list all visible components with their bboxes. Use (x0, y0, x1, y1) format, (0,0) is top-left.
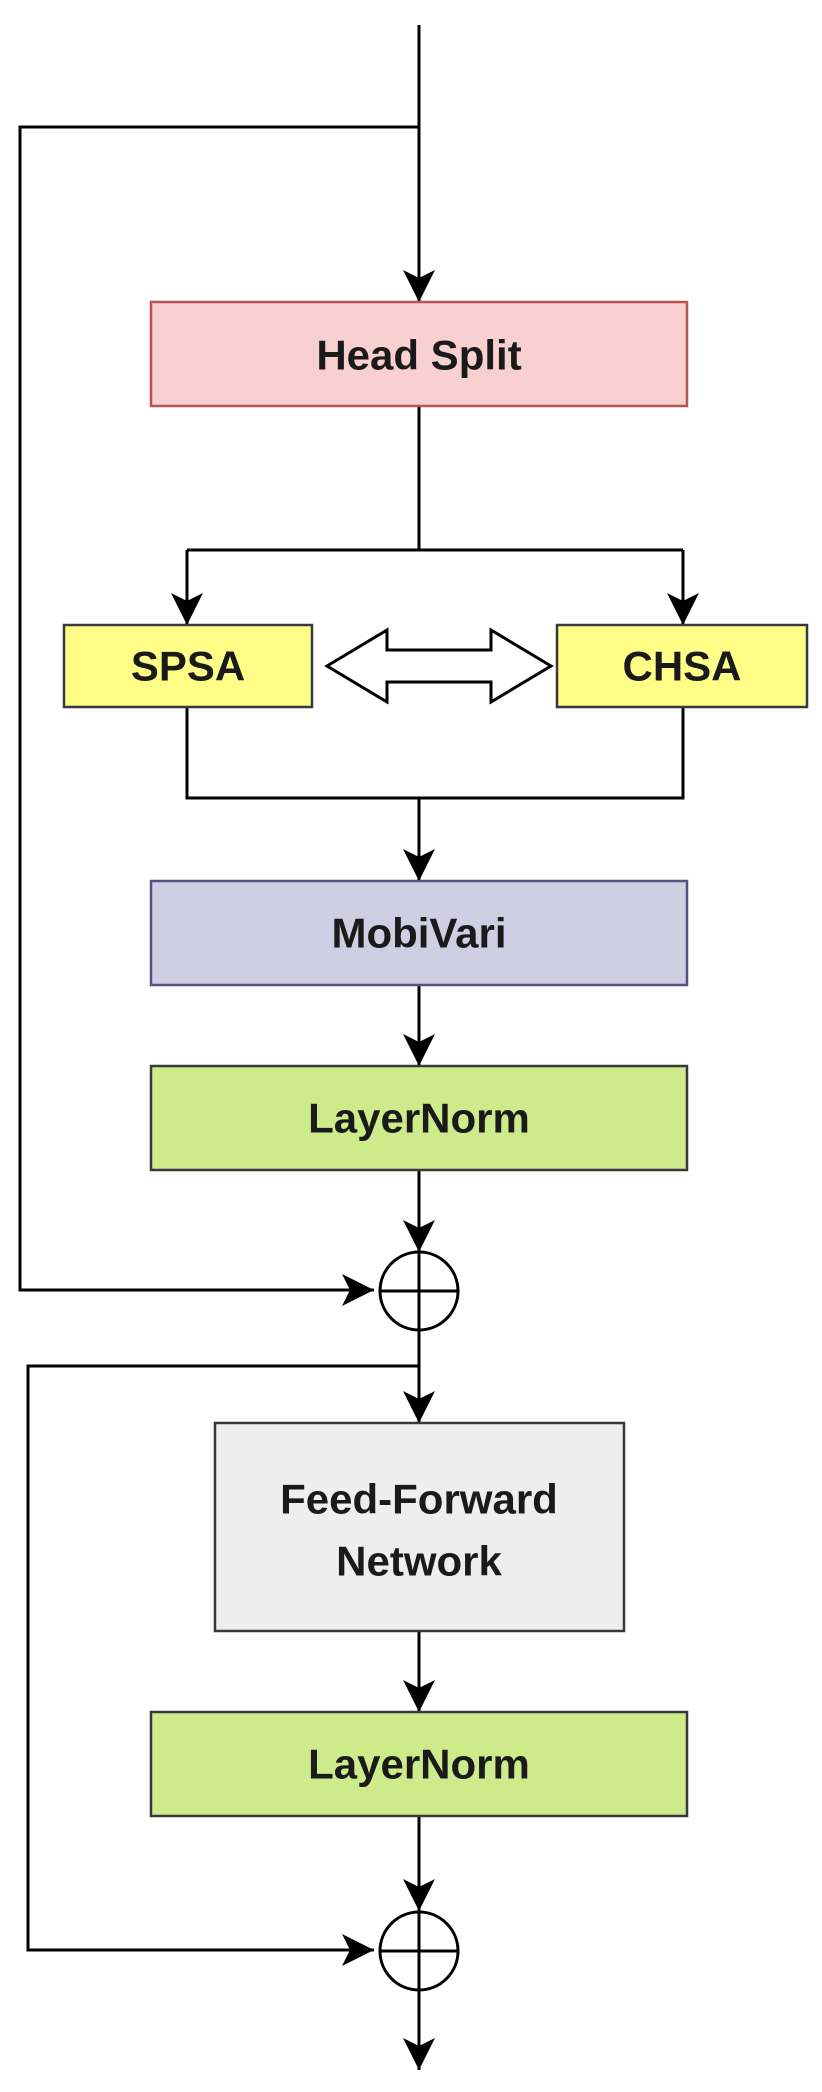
layernorm-2-label: LayerNorm (308, 1741, 530, 1788)
layernorm-2-box (149, 1710, 689, 1818)
mobivari-box (149, 879, 689, 987)
mobivari-block: MobiVari (149, 879, 689, 987)
add-2-icon (378, 1910, 460, 1992)
spsa-label: SPSA (131, 643, 245, 690)
layernorm-1-box (149, 1064, 689, 1172)
spsa-box (62, 623, 314, 709)
head-split-block: Head Split (149, 300, 689, 408)
ffn-label-line-2: Network (336, 1538, 502, 1585)
ffn-block: Feed-Forward Network (213, 1421, 626, 1633)
mobivari-label: MobiVari (331, 910, 506, 957)
chsa-block: CHSA (555, 623, 809, 709)
residual-connection-2 (26, 1364, 419, 1966)
layernorm-2-block: LayerNorm (149, 1710, 689, 1818)
ffn-label-line-1: Feed-Forward (280, 1476, 558, 1523)
exchange-double-arrow-icon (324, 627, 554, 705)
add-1-icon (378, 1250, 460, 1332)
chsa-label: CHSA (622, 643, 741, 690)
ffn-box (213, 1421, 626, 1633)
residual-connection-1 (18, 125, 419, 1306)
head-split-box (149, 300, 689, 408)
layernorm-1-block: LayerNorm (149, 1064, 689, 1172)
layernorm-1-label: LayerNorm (308, 1095, 530, 1142)
merge-bar (185, 707, 685, 800)
chsa-box (555, 623, 809, 709)
spsa-block: SPSA (62, 623, 314, 709)
head-split-label: Head Split (316, 332, 521, 379)
